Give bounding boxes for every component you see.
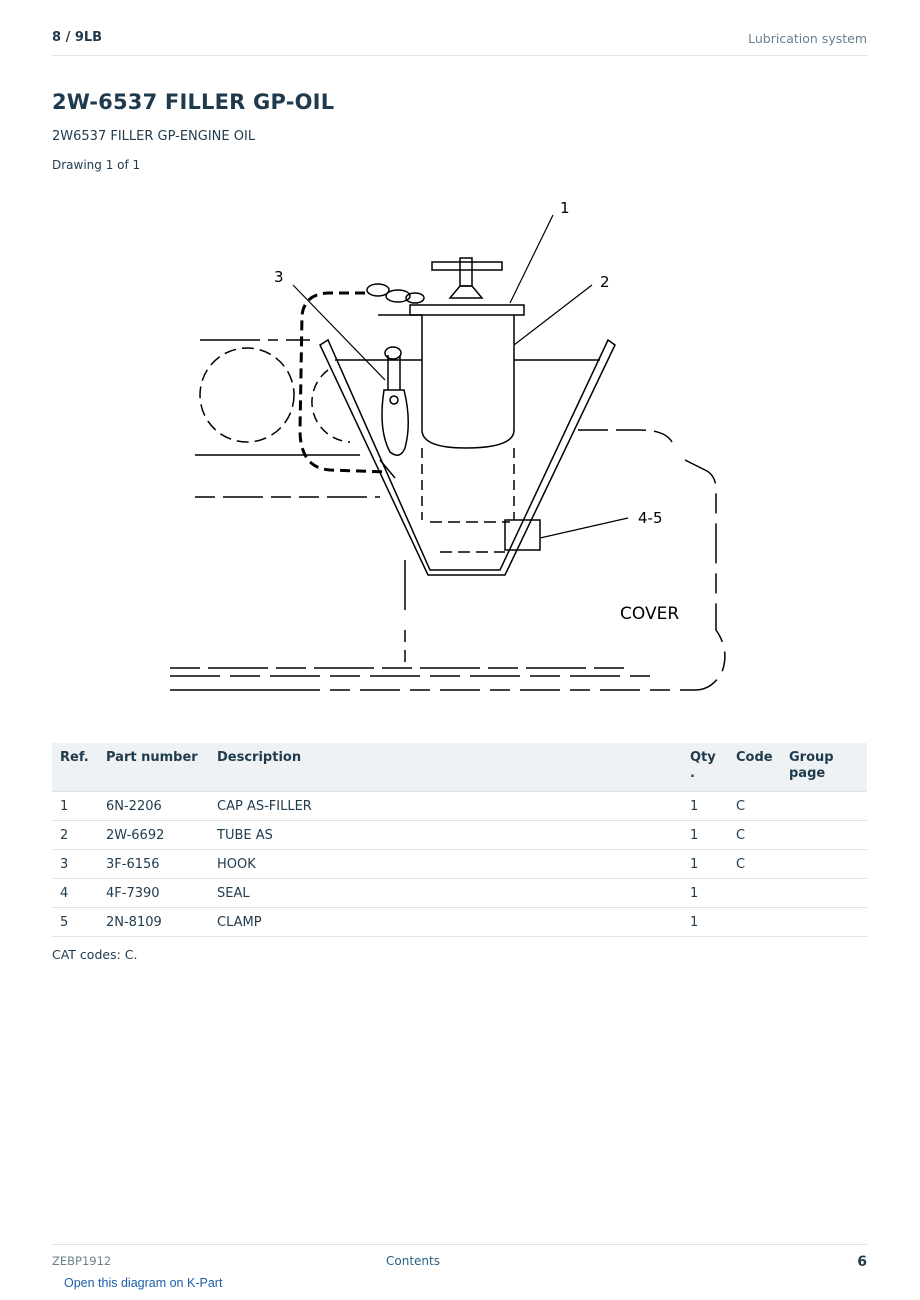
cell-code: C	[728, 849, 781, 879]
header-part-number: Part number	[98, 743, 209, 792]
table-row: 5 2N-8109 CLAMP 1	[52, 907, 867, 937]
table-row: 2 2W-6692 TUBE AS 1 C	[52, 820, 867, 850]
cell-description: HOOK	[209, 849, 682, 879]
cell-part-number: 2N-8109	[98, 907, 209, 937]
cell-group-page	[781, 878, 867, 908]
cell-part-number: 4F-7390	[98, 878, 209, 908]
cell-qty: 1	[682, 849, 728, 879]
cell-part-number: 2W-6692	[98, 820, 209, 850]
cell-qty: 1	[682, 907, 728, 937]
cell-code	[728, 907, 781, 937]
section-name: Lubrication system	[748, 31, 867, 46]
cat-codes-note: CAT codes: C.	[52, 947, 138, 962]
table-row: 3 3F-6156 HOOK 1 C	[52, 849, 867, 879]
cell-code: C	[728, 820, 781, 850]
callout-4-5: 4-5	[638, 509, 663, 527]
cell-part-number: 6N-2206	[98, 791, 209, 821]
cell-group-page	[781, 849, 867, 879]
cell-qty: 1	[682, 820, 728, 850]
parts-diagram: 1 2 3 4-5 COVER	[160, 190, 760, 710]
table-header-row: Ref. Part number Description Qty. Code G…	[52, 743, 867, 792]
cell-group-page	[781, 820, 867, 850]
page-reference: 8 / 9LB	[52, 30, 103, 45]
cell-ref: 1	[52, 791, 98, 821]
cell-qty: 1	[682, 791, 728, 821]
cell-description: CAP AS-FILLER	[209, 791, 682, 821]
callout-3: 3	[274, 268, 284, 286]
page-header: 8 / 9LB Lubrication system	[52, 26, 867, 56]
cell-group-page	[781, 791, 867, 821]
cell-description: SEAL	[209, 878, 682, 908]
header-ref: Ref.	[52, 743, 98, 792]
table-row: 4 4F-7390 SEAL 1	[52, 878, 867, 908]
cell-qty: 1	[682, 878, 728, 908]
callout-2: 2	[600, 273, 610, 291]
cell-code	[728, 878, 781, 908]
background-circle	[199, 347, 295, 443]
hook-outline	[298, 291, 389, 474]
header-description: Description	[209, 743, 682, 792]
page-number: 6	[857, 1254, 867, 1270]
cell-part-number: 3F-6156	[98, 849, 209, 879]
cell-description: TUBE AS	[209, 820, 682, 850]
table-row: 1 6N-2206 CAP AS-FILLER 1 C	[52, 791, 867, 821]
cell-ref: 3	[52, 849, 98, 879]
cap-handle	[431, 261, 503, 271]
cover-label: COVER	[620, 604, 679, 624]
cell-group-page	[781, 907, 867, 937]
cell-description: CLAMP	[209, 907, 682, 937]
header-qty: Qty.	[682, 743, 728, 792]
document-id: ZEBP1912	[52, 1254, 112, 1268]
cell-ref: 5	[52, 907, 98, 937]
open-kpart-link[interactable]: Open this diagram on K-Part	[64, 1276, 223, 1290]
drawing-count: Drawing 1 of 1	[52, 158, 141, 172]
cap-flange	[409, 304, 525, 316]
cell-ref: 2	[52, 820, 98, 850]
cell-code: C	[728, 791, 781, 821]
page-subtitle: 2W6537 FILLER GP-ENGINE OIL	[52, 129, 256, 144]
parts-table: Ref. Part number Description Qty. Code G…	[52, 743, 867, 937]
callout-1: 1	[560, 199, 570, 217]
background-arc	[311, 369, 351, 443]
contents-link[interactable]: Contents	[386, 1254, 440, 1268]
header-code: Code	[728, 743, 781, 792]
cell-ref: 4	[52, 878, 98, 908]
page-footer: ZEBP1912 Contents 6	[52, 1244, 867, 1274]
page-title: 2W-6537 FILLER GP-OIL	[52, 90, 335, 114]
